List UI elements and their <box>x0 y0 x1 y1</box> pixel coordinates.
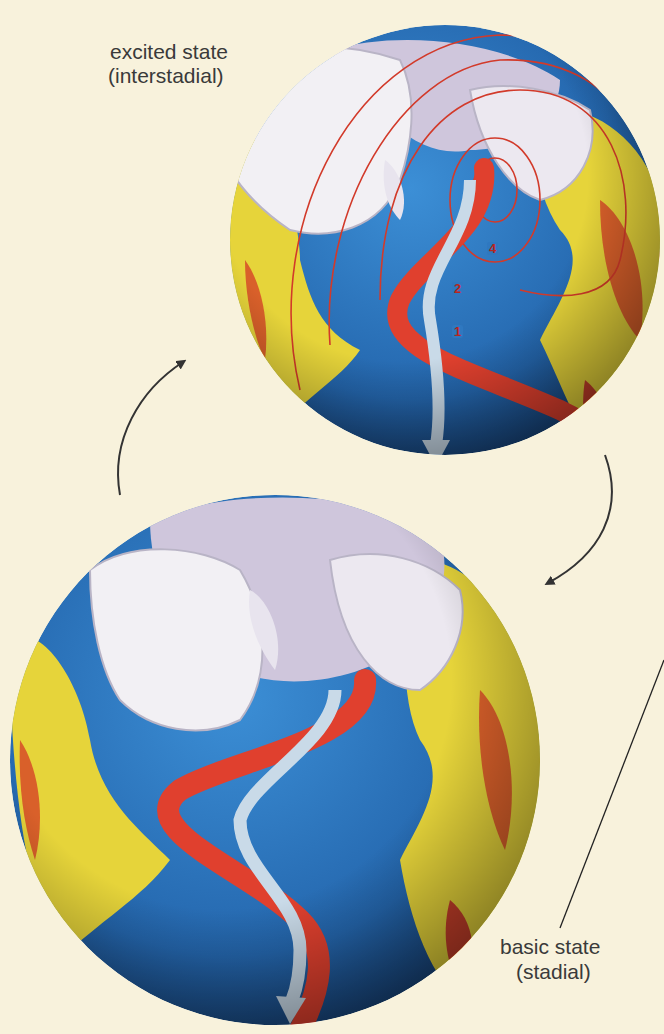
contour-number: 2 <box>452 282 463 295</box>
state-label: (stadial) <box>516 960 591 983</box>
state-label: (interstadial) <box>108 64 224 87</box>
state-label: basic state <box>500 935 600 958</box>
cycle-arrow <box>118 362 183 495</box>
state-label: excited state <box>110 40 228 63</box>
interstadial-globe <box>215 25 664 470</box>
contour-number: 4 <box>487 242 498 255</box>
leader-line <box>560 660 664 928</box>
stadial-globe <box>10 495 545 1030</box>
contour-number: 1 <box>452 325 463 338</box>
cycle-arrow <box>548 455 612 583</box>
